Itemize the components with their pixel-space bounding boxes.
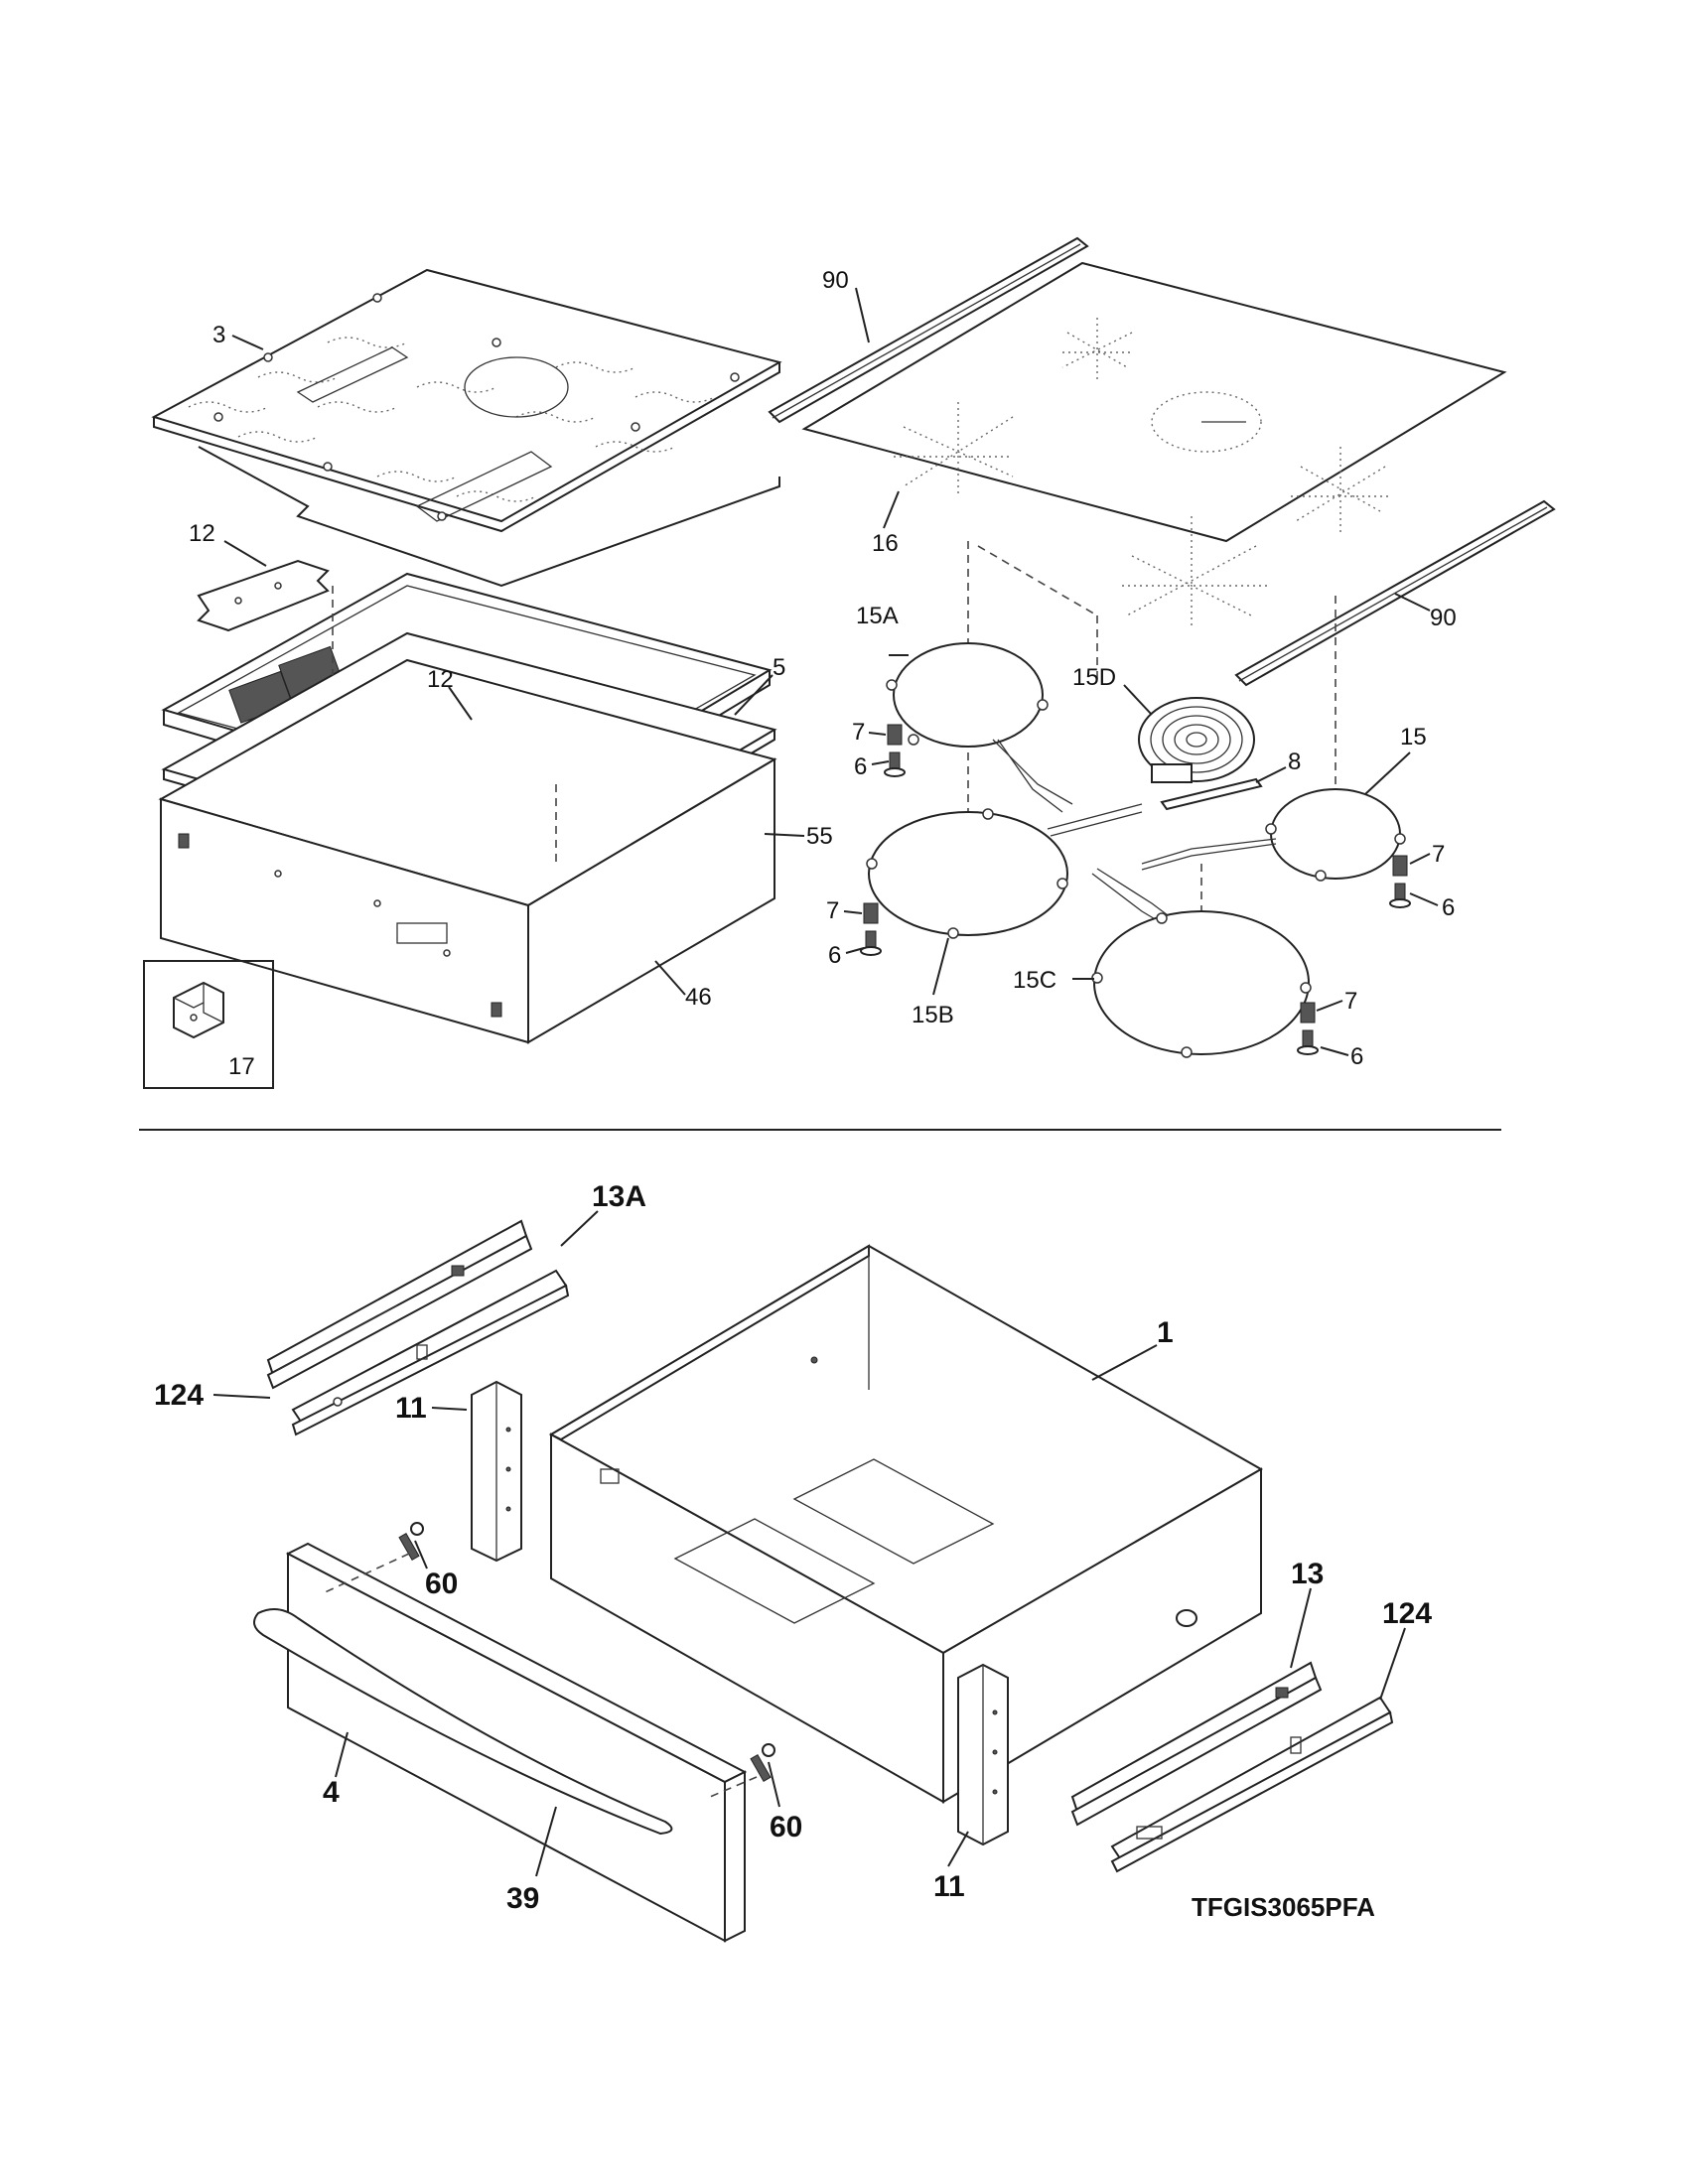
slide-rail-124-left [291,1269,570,1436]
lower-box-46 [158,658,777,1044]
callout-90-upper: 90 [822,267,849,294]
callout-15A: 15A [856,603,899,629]
callout-15B: 15B [912,1002,954,1028]
callout-6-a: 6 [854,753,867,780]
spring-7-c [1392,855,1408,877]
trim-strip-90-lower [1234,499,1556,687]
callout-13A: 13A [592,1180,646,1213]
callout-90-lower: 90 [1430,605,1457,631]
callout-8: 8 [1288,749,1301,775]
inset-box-17 [143,960,274,1089]
screw-60-left [398,1522,424,1561]
insulation-panel-3 [151,268,782,588]
callout-6-d: 6 [1350,1043,1363,1070]
callout-55: 55 [806,823,833,850]
callout-60-left: 60 [425,1568,458,1600]
callout-3: 3 [212,322,225,348]
element-15C [1091,910,1312,1058]
element-15 [1141,788,1406,882]
slide-rail-124-right [1110,1696,1394,1873]
callout-60-right: 60 [770,1811,802,1843]
callout-15D: 15D [1072,664,1116,691]
screw-6-a [884,751,906,777]
wire-harness-8 [1047,777,1263,924]
callout-11-right: 11 [933,1870,965,1903]
spring-7-a [887,724,903,746]
handle-39 [253,1608,673,1836]
callout-6-b: 6 [828,942,841,969]
bracket-11-left [471,1380,522,1563]
callout-1: 1 [1157,1316,1174,1349]
callout-124-right: 124 [1382,1597,1432,1630]
screw-6-c [1389,883,1411,908]
callout-39: 39 [506,1882,539,1915]
slide-rail-13A [266,1219,533,1390]
callout-11-left: 11 [395,1392,427,1425]
callout-4: 4 [323,1776,340,1809]
trim-strip-90-upper [768,236,1089,424]
bracket-11-right [957,1663,1009,1846]
callout-46: 46 [685,984,712,1011]
model-code: TFGIS3065PFA [1192,1892,1375,1922]
spring-7-b [863,902,879,924]
callout-124-left: 124 [154,1379,204,1412]
callout-7-b: 7 [826,897,839,924]
callout-15C: 15C [1013,967,1056,994]
callout-16: 16 [872,530,899,557]
screw-6-d [1297,1029,1319,1055]
element-15B [866,808,1068,939]
callout-17: 17 [228,1053,255,1080]
screw-6-b [860,930,882,956]
callout-7-c: 7 [1432,841,1445,868]
bracket-12-upper [197,559,330,632]
spring-7-d [1300,1002,1316,1024]
callout-12-upper: 12 [189,520,215,547]
slide-rail-13 [1070,1661,1323,1827]
element-15D [1138,697,1255,783]
callout-13: 13 [1291,1558,1324,1590]
element-15A [886,642,1073,813]
drawer-body-1 [548,1244,1264,1804]
glass-cooktop-16 [801,261,1507,625]
callout-7-a: 7 [852,719,865,746]
callout-5: 5 [773,654,785,681]
screw-60-right [750,1743,775,1782]
callout-7-d: 7 [1344,988,1357,1015]
callout-15: 15 [1400,724,1427,751]
callout-6-c: 6 [1442,894,1455,921]
callout-12-lower: 12 [427,666,454,693]
